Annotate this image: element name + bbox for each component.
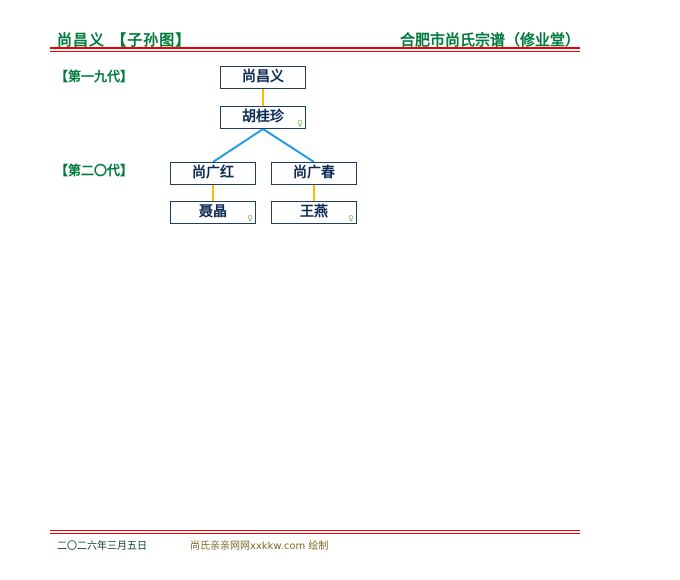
spouse-box-child-1[interactable]: 聂晶 ♀ <box>170 201 256 224</box>
child-link-1 <box>212 128 264 163</box>
header-divider <box>50 47 580 49</box>
footer-divider-2 <box>50 533 580 534</box>
generation-19-label: 【第一九代】 <box>55 70 134 85</box>
person-name: 胡桂珍 <box>242 109 284 125</box>
child-link-2 <box>262 128 315 163</box>
female-icon: ♀ <box>297 119 303 128</box>
spouse-link <box>313 185 315 201</box>
spouse-link <box>212 185 214 201</box>
person-name: 尚广红 <box>192 165 234 181</box>
person-box-child-2[interactable]: 尚广春 <box>271 162 357 185</box>
footer-date: 二〇二六年三月五日 <box>57 541 147 552</box>
spouse-box-child-2[interactable]: 王燕 ♀ <box>271 201 357 224</box>
footer-credit: 尚氏亲亲网网xxkkw.com 绘制 <box>190 541 329 552</box>
female-icon: ♀ <box>348 214 354 223</box>
person-name: 聂晶 <box>199 204 227 220</box>
spouse-box-root[interactable]: 胡桂珍 ♀ <box>220 106 306 129</box>
generation-20-label: 【第二〇代】 <box>55 164 134 179</box>
page-title: 尚昌义 【子孙图】 <box>57 31 192 49</box>
footer-divider <box>50 530 580 531</box>
person-name: 尚广春 <box>293 165 335 181</box>
spouse-link <box>262 89 264 106</box>
person-box-child-1[interactable]: 尚广红 <box>170 162 256 185</box>
female-icon: ♀ <box>247 214 253 223</box>
header-divider-thin <box>50 51 580 52</box>
person-name: 王燕 <box>300 204 328 220</box>
person-name: 尚昌义 <box>242 69 284 85</box>
genealogy-name: 合肥市尚氏宗谱（修业堂） <box>400 31 581 49</box>
person-box-root[interactable]: 尚昌义 <box>220 66 306 89</box>
